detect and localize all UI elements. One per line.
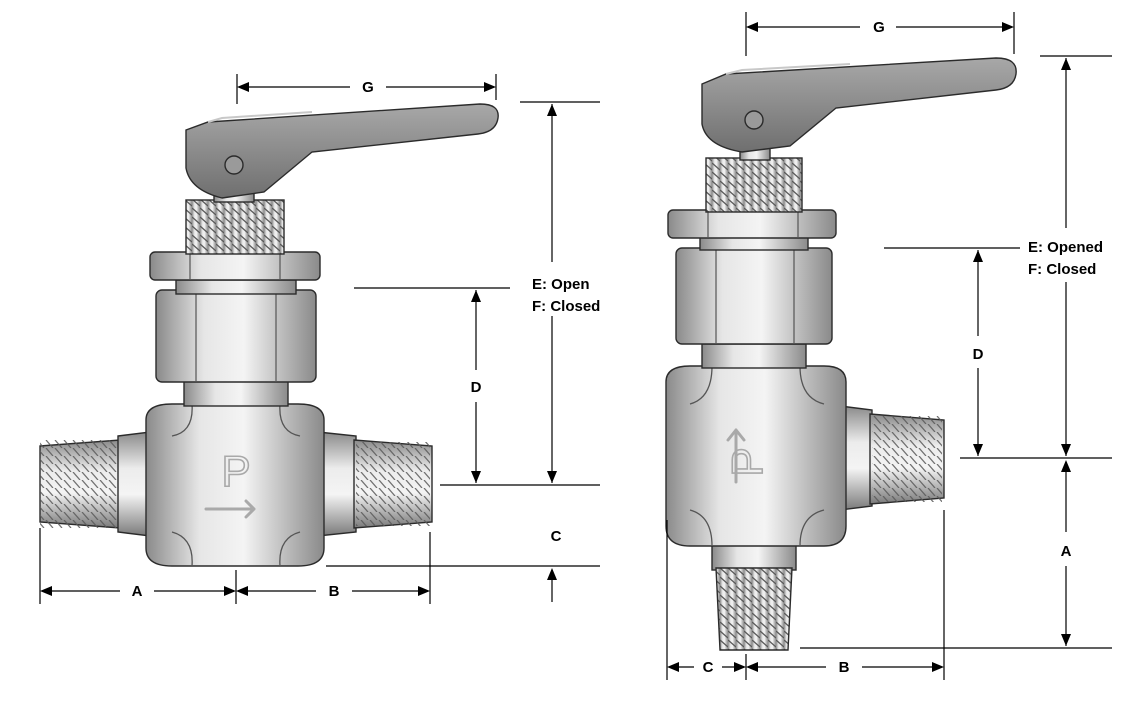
body-mark-p: P <box>221 447 250 496</box>
dim-label-a: A <box>1061 543 1072 560</box>
dim-label-e-open: E: Open <box>532 276 590 293</box>
dim-label-g: G <box>873 19 885 36</box>
flow-arrow-icon <box>204 499 256 519</box>
dim-label-f-closed: F: Closed <box>532 298 600 315</box>
handle-pivot-pin <box>744 110 764 130</box>
dim-label-f-closed: F: Closed <box>1028 261 1096 278</box>
straight-valve-bonnet <box>155 279 317 407</box>
angle-bottom-threaded-end <box>711 539 797 651</box>
straight-valve: P <box>39 103 499 567</box>
dim-label-b: B <box>839 659 850 676</box>
left-threaded-end <box>39 431 151 537</box>
angle-valve-body: P <box>665 365 847 547</box>
angle-valve-handle <box>701 57 1017 153</box>
angle-valve: P <box>665 57 1017 651</box>
dim-label-e-opened: E: Opened <box>1028 239 1103 256</box>
straight-valve-dimensions: G E: Open F: Closed D C A B <box>39 74 600 604</box>
dim-label-b: B <box>329 583 340 600</box>
flow-arrow-icon <box>726 428 746 484</box>
angle-valve-bonnet <box>675 235 833 369</box>
straight-valve-body: P <box>145 403 325 567</box>
angle-valve-locknut <box>667 209 837 239</box>
dim-label-d: D <box>471 379 482 396</box>
body-mark-p: P <box>723 447 772 476</box>
dim-label-c: C <box>551 528 562 545</box>
angle-valve-stem-thread <box>705 145 803 213</box>
dim-label-a: A <box>132 583 143 600</box>
dim-label-c: C <box>703 659 714 676</box>
straight-valve-handle <box>185 103 499 199</box>
straight-valve-locknut <box>149 251 321 281</box>
handle-pivot-pin <box>224 155 244 175</box>
dim-label-d: D <box>973 346 984 363</box>
angle-valve-dimensions: G E: Opened F: Closed D A C B <box>666 12 1112 680</box>
dim-label-g: G <box>362 79 374 96</box>
right-threaded-end <box>317 431 433 537</box>
straight-valve-stem-thread <box>185 187 285 255</box>
angle-side-threaded-end <box>839 405 945 511</box>
